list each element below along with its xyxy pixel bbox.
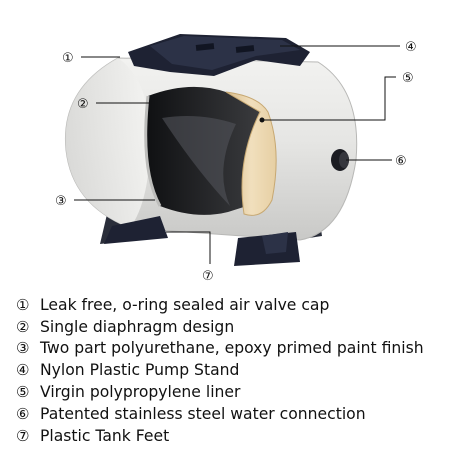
legend-item: ③ Two part polyurethane, epoxy primed pa… [16, 338, 472, 360]
legend-text: Two part polyurethane, epoxy primed pain… [40, 339, 424, 358]
legend: ① Leak free, o-ring sealed air valve cap… [16, 294, 472, 447]
legend-text: Patented stainless steel water connectio… [40, 404, 366, 423]
legend-text: Leak free, o-ring sealed air valve cap [40, 295, 330, 314]
callout-1: ① [62, 51, 74, 66]
legend-text: Plastic Tank Feet [40, 426, 170, 445]
legend-marker: ⑦ [16, 426, 30, 445]
tank-left-end [65, 58, 150, 228]
legend-item: ① Leak free, o-ring sealed air valve cap [16, 294, 472, 316]
legend-text: Single diaphragm design [40, 317, 235, 336]
callout-2: ② [77, 97, 89, 112]
callout-7: ⑦ [202, 269, 214, 284]
diaphragm-fold [162, 116, 236, 206]
legend-item: ⑤ Virgin polypropylene liner [16, 381, 472, 403]
legend-item: ⑦ Plastic Tank Feet [16, 425, 472, 447]
shell-cut-edge [144, 95, 162, 207]
legend-marker: ⑤ [16, 383, 30, 402]
legend-marker: ② [16, 317, 30, 336]
legend-marker: ④ [16, 361, 30, 380]
pump-stand-top [150, 36, 300, 70]
legend-marker: ⑥ [16, 404, 30, 423]
water-connection-face [339, 152, 349, 168]
front-tank-foot-right-leg [262, 232, 288, 254]
pump-stand-slot [195, 43, 215, 51]
pump-stand-slot-2 [235, 45, 255, 53]
legend-text: Virgin polypropylene liner [40, 383, 241, 402]
legend-marker: ① [16, 295, 30, 314]
callout-5: ⑤ [402, 71, 414, 86]
legend-item: ⑥ Patented stainless steel water connect… [16, 403, 472, 425]
legend-text: Nylon Plastic Pump Stand [40, 361, 240, 380]
callout-3: ③ [55, 194, 67, 209]
legend-item: ② Single diaphragm design [16, 316, 472, 338]
front-tank-foot-left [104, 216, 168, 244]
polypropylene-liner [225, 91, 277, 216]
legend-marker: ③ [16, 339, 30, 358]
legend-item: ④ Nylon Plastic Pump Stand [16, 359, 472, 381]
callout-4: ④ [405, 40, 417, 55]
callout-6: ⑥ [395, 154, 407, 169]
